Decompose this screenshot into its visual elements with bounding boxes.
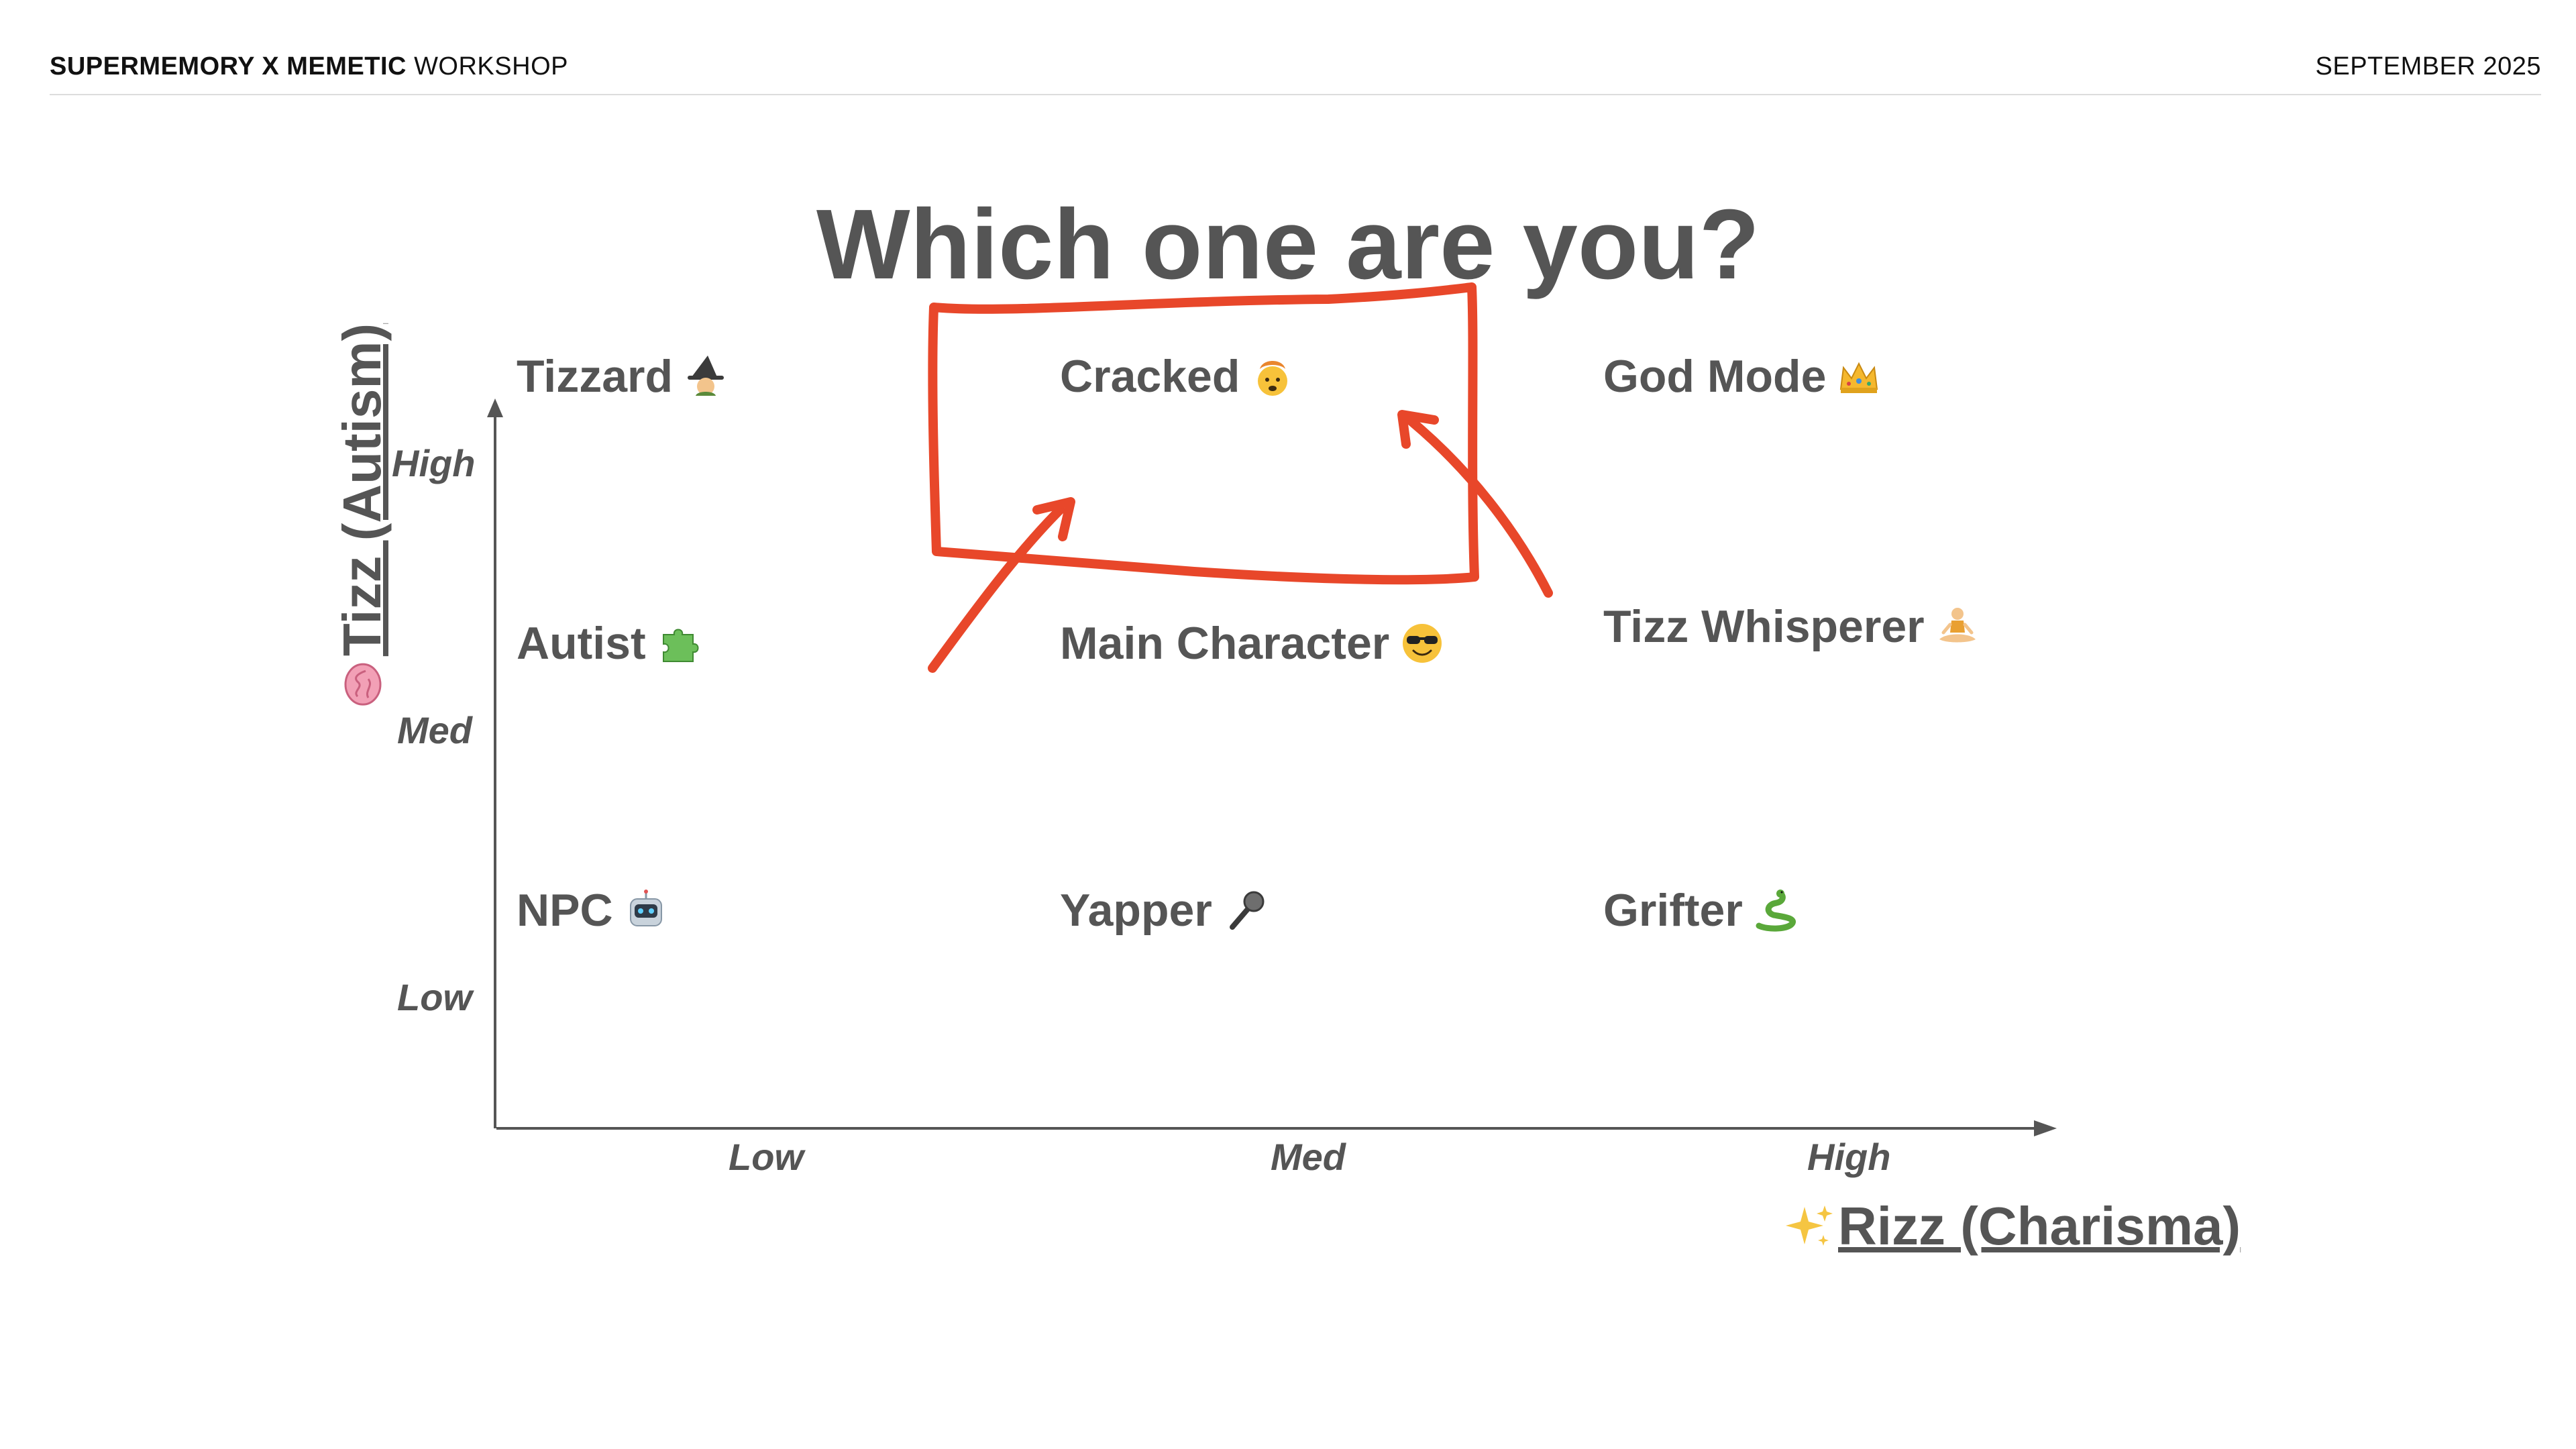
x-tick-low: Low [729,1136,804,1178]
y-axis-arrowhead [487,398,503,417]
x-axis-title: Rizz (Charisma) [1784,1195,2241,1257]
highlight-box-annotation [928,282,1479,585]
cell-cracked: Cracked [1060,350,1295,402]
brand-suffix: WORKSHOP [414,52,568,80]
brand-name: SUPERMEMORY X MEMETIC [50,52,407,80]
cell-grifter-label: Grifter [1603,885,1743,936]
brain-icon [337,659,388,710]
y-axis-title: Tizz (Autism) [331,323,393,710]
cell-npc-label: NPC [517,885,613,936]
cell-tizzard-label: Tizzard [517,351,674,402]
x-axis-title-text: Rizz (Charisma) [1838,1196,2241,1256]
y-axis-title-text: Tizz (Autism) [332,323,392,657]
slide-date: SEPTEMBER 2025 [2315,52,2541,80]
exploding-head-icon [1250,354,1295,398]
snake-icon [1754,888,1798,932]
workshop-title: SUPERMEMORY X MEMETIC WORKSHOP [50,52,568,81]
cell-npc: NPC [517,884,668,936]
right-arrowhead-annotation [1397,410,1439,449]
sparkles-icon [1784,1201,1835,1252]
x-tick-med: Med [1271,1136,1346,1178]
robot-icon [624,888,668,932]
cell-main-character-label: Main Character [1060,618,1390,669]
cell-yapper-label: Yapper [1060,885,1212,936]
meditating-person-icon [1935,604,1980,649]
cell-main-character: Main Character [1060,617,1444,669]
sunglasses-face-icon [1400,621,1444,665]
cell-cracked-label: Cracked [1060,351,1240,402]
cell-grifter: Grifter [1603,884,1798,936]
left-arrow-annotation [928,505,1065,673]
y-tick-med: Med [397,709,472,751]
cell-god-mode: God Mode [1603,350,1881,402]
cell-yapper: Yapper [1060,884,1267,936]
cell-tizzard: Tizzard [517,350,728,402]
right-arrow-annotation [1407,417,1553,598]
microphone-icon [1223,888,1267,932]
y-tick-low: Low [397,976,472,1018]
cell-tizz-whisperer-label: Tizz Whisperer [1603,601,1925,652]
slide-title: Which one are you? [816,189,1760,300]
cell-autist: Autist [517,617,701,669]
y-tick-high: High [392,442,476,484]
crown-icon [1837,354,1881,398]
x-tick-high: High [1807,1136,1891,1178]
cell-god-mode-label: God Mode [1603,351,1827,402]
cell-tizz-whisperer: Tizz Whisperer [1603,600,1980,653]
slide-header: SUPERMEMORY X MEMETIC WORKSHOP SEPTEMBER… [50,48,2541,95]
witch-icon [684,354,728,398]
puzzle-piece-icon [657,621,701,665]
x-axis-arrowhead [2034,1120,2057,1136]
left-arrowhead-annotation [1032,497,1075,541]
cell-autist-label: Autist [517,618,646,669]
